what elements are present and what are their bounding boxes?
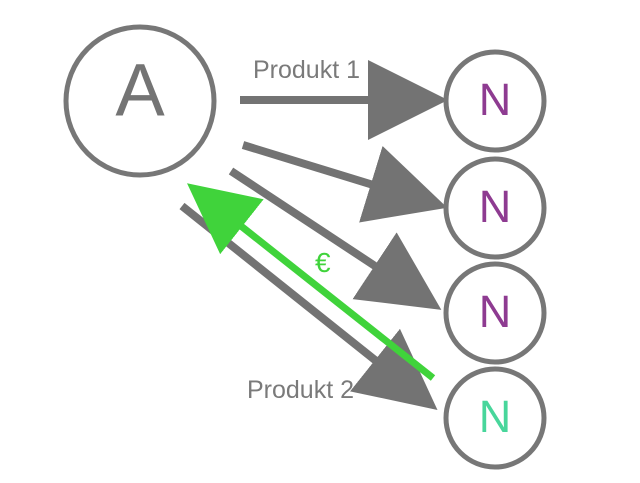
target-node-4-circle (443, 366, 547, 470)
target-node-2-circle (443, 156, 547, 260)
target-node-1: N (443, 49, 547, 153)
arrow-a-to-n4 (179, 202, 438, 410)
payment-arrow (187, 183, 436, 381)
target-node-4-label: N (479, 391, 512, 442)
target-node-4: N (443, 366, 547, 470)
connections (179, 60, 448, 410)
target-node-1-label: N (479, 74, 512, 125)
arrow-a-to-n3 (228, 167, 442, 310)
source-node-label: A (115, 49, 165, 132)
source-node: A (63, 24, 217, 178)
payment-label: € (315, 247, 331, 278)
target-node-3-label: N (479, 286, 512, 337)
target-node-1-circle (443, 49, 547, 153)
arrow-a-to-n2 (241, 141, 448, 223)
product-2-label: Produkt 2 (247, 376, 354, 404)
target-node-2-label: N (479, 181, 512, 232)
target-node-3: N (443, 261, 547, 365)
target-node-3-circle (443, 261, 547, 365)
source-node-circle (63, 24, 217, 178)
target-node-2: N (443, 156, 547, 260)
product-1-label: Produkt 1 (253, 56, 360, 84)
